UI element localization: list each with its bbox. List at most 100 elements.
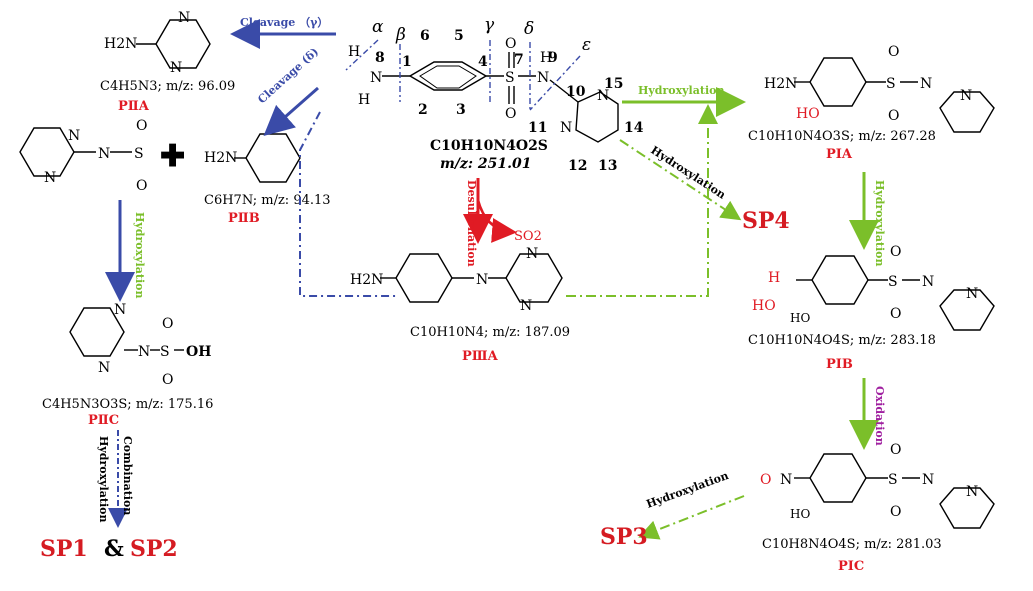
- label-oxidation: Oxidation: [873, 386, 886, 446]
- pos-8: 8: [375, 50, 385, 66]
- pyrimidine-n15: N: [597, 88, 609, 104]
- pia-nh: N: [920, 76, 932, 92]
- piia-n1: N: [178, 10, 190, 26]
- pia-sulfur: S: [886, 76, 896, 92]
- pic-label: PⅠC: [838, 559, 864, 574]
- piic-sulfur: S: [160, 344, 170, 360]
- pos-4: 4: [478, 54, 488, 70]
- product-piiia: H2N N N N C10H10N4; m/z: 187.09 PⅢA: [350, 246, 570, 364]
- piic-oh: OH: [186, 344, 211, 360]
- piib-sulfur: S: [134, 146, 144, 162]
- pos-13: 13: [598, 158, 617, 174]
- piib-o-bottom: O: [136, 178, 147, 194]
- pic-nitroso-n: N: [780, 472, 792, 488]
- pos-11: 11: [528, 120, 547, 136]
- sp-ampersand: &: [104, 536, 124, 562]
- arrow-cleavage-delta: [263, 86, 319, 136]
- piic-label: PⅡC: [88, 413, 119, 428]
- piiia-nh: N: [476, 272, 488, 288]
- label-hydroxylation-right: Hydroxylation: [638, 84, 724, 97]
- pos-15: 15: [604, 76, 623, 92]
- piib-pyr-n1: N: [68, 128, 80, 144]
- pos-3: 3: [456, 102, 466, 118]
- pib-pyr-n: N: [966, 286, 978, 302]
- parent-molecule: N H H S O O N H N N 1 2 3 4 5 6 7 8 9 10…: [345, 15, 644, 174]
- arrow-so2: [476, 199, 517, 243]
- pic-nitroso: O: [760, 472, 771, 488]
- pos-9: 9: [548, 50, 558, 66]
- piib-amine: H2N: [204, 150, 237, 166]
- pyrimidine-n11: N: [560, 120, 572, 136]
- piic-n1: N: [114, 302, 126, 318]
- product-piia: H2N N N C4H5N3; m/z: 96.09 PⅡA: [100, 10, 235, 114]
- pib-nh: H: [768, 270, 780, 286]
- pos-6: 6: [420, 28, 430, 44]
- pic-ring-ho: HO: [790, 507, 810, 521]
- piiia-amine: H2N: [350, 272, 383, 288]
- piib-formula: C6H7N; m/z: 94.13: [204, 193, 331, 208]
- arrow-hydroxylation-diag: [619, 139, 742, 221]
- product-pia: H2N HO S O O N N C10H10N4O3S; m/z: 267.2…: [748, 44, 995, 162]
- pic-sulfur: S: [888, 472, 898, 488]
- pos-7: 7: [514, 52, 524, 68]
- parent-formula: C10H10N4O2S: [430, 138, 548, 154]
- pos-1: 1: [402, 54, 412, 70]
- pia-formula: C10H10N4O3S; m/z: 267.28: [748, 129, 936, 144]
- bond-beta: β: [395, 25, 406, 45]
- piia-formula: C4H5N3; m/z: 96.09: [100, 79, 235, 94]
- bond-gamma: γ: [484, 15, 495, 35]
- piiia-formula: C10H10N4; m/z: 187.09: [410, 325, 570, 340]
- pos-14: 14: [624, 120, 644, 136]
- piib-o-top: O: [136, 118, 147, 134]
- sulfonamide-h: H: [540, 50, 552, 66]
- label-combination: Combination: [121, 436, 134, 515]
- pib-label: PⅠB: [826, 357, 853, 372]
- pic-formula: C10H8N4O4S; m/z: 281.03: [762, 537, 942, 552]
- piia-label: PⅡA: [118, 99, 150, 114]
- piic-n2: N: [98, 360, 110, 376]
- arrow-hydroxylation-sp3: [638, 495, 745, 540]
- pic-pyr-n: N: [966, 484, 978, 500]
- product-piic: N N N S O O OH C4H5N3O3S; m/z: 175.16 PⅡ…: [42, 302, 213, 428]
- piiia-n1: N: [526, 246, 538, 262]
- label-hydroxylation-pib: Hydroxylation: [873, 180, 886, 266]
- pos-10: 10: [566, 84, 586, 100]
- label-desulfonation: Desulfonation: [465, 180, 478, 267]
- sp1: SP1: [40, 536, 88, 562]
- pib-o-bottom: O: [890, 306, 901, 322]
- pia-o-top: O: [888, 44, 899, 60]
- pos-12: 12: [568, 158, 587, 174]
- piic-formula: C4H5N3O3S; m/z: 175.16: [42, 397, 213, 412]
- pos-2: 2: [418, 102, 428, 118]
- label-hydroxylation-diag: Hydroxylation: [648, 144, 728, 202]
- sulfur: S: [505, 70, 515, 86]
- sp3: SP3: [600, 524, 648, 550]
- pia-ho: HO: [796, 106, 820, 122]
- pib-formula: C10H10N4O4S; m/z: 283.18: [748, 333, 936, 348]
- pic-nh: N: [922, 472, 934, 488]
- label-hydroxylation-sp3: Hydroxylation: [645, 469, 731, 511]
- pib-nh2: N: [922, 274, 934, 290]
- product-piib-group: N N N S O O ✚ H2N C6H7N; m/z: 94.13 PⅡB: [19, 118, 331, 226]
- sulfonyl-o-bottom: O: [505, 106, 516, 122]
- sp4: SP4: [742, 208, 790, 234]
- piic-o-bottom: O: [162, 372, 173, 388]
- pia-amine: H2N: [764, 76, 797, 92]
- label-cleavage-gamma: Cleavage （γ）: [240, 16, 328, 29]
- pib-o-top: O: [890, 244, 901, 260]
- final-products: SP1 & SP2 SP3 SP4: [40, 208, 790, 562]
- amine-n: N: [370, 70, 382, 86]
- sp2: SP2: [130, 536, 178, 562]
- pia-label: PⅠA: [826, 147, 853, 162]
- pic-o-bottom: O: [890, 504, 901, 520]
- piib-pyr-n2: N: [44, 170, 56, 186]
- pia-pyr-n: N: [960, 88, 972, 104]
- bond-delta: δ: [524, 19, 534, 39]
- piib-nh: N: [98, 146, 110, 162]
- amine-h-top: H: [348, 44, 360, 60]
- connector-blue-dash: [299, 111, 398, 297]
- connector-green-dash: [566, 104, 718, 297]
- pic-o-top: O: [890, 442, 901, 458]
